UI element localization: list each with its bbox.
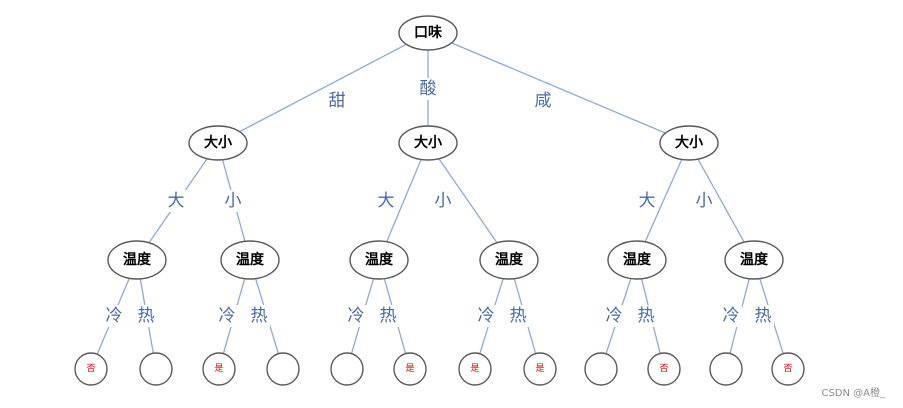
temp-label-4-0-bg	[603, 305, 625, 327]
temperature-node-5: 温度	[740, 251, 769, 268]
size-node-0: 大小	[204, 134, 232, 151]
size-node-1-shape	[398, 125, 458, 161]
temp-label-5-0: 冷	[723, 306, 740, 326]
leaf-node-1	[139, 352, 173, 386]
temp-label-3-1-bg	[507, 305, 529, 327]
temp-label-1-0: 冷	[219, 306, 236, 326]
temp-label-0-1-bg	[135, 305, 157, 327]
tree-nodes: 口味大小大小大小温度温度温度温度温度温度否是是是是否否	[74, 15, 805, 386]
tree-edge-labels: 甜酸咸大小大小大小冷热冷热冷热冷热冷热冷热	[103, 78, 774, 327]
temp-label-4-0: 冷	[606, 306, 623, 326]
branch-label-2-bg	[532, 90, 554, 112]
size-label-2-0: 大	[639, 191, 656, 211]
size-label-1-0-bg	[375, 190, 397, 212]
temp-label-1-1-bg	[248, 305, 270, 327]
temperature-node-0-shape	[107, 240, 167, 280]
temp-label-3-1: 热	[510, 306, 527, 326]
edge-l1-l2-3	[438, 158, 498, 244]
leaf-label-6: 是	[470, 363, 479, 374]
temperature-node-4-shape	[607, 240, 667, 280]
leaf-node-2	[202, 352, 236, 386]
edge-l1-l2-5	[697, 158, 745, 243]
size-label-1-1-bg	[432, 190, 454, 212]
size-node-1: 大小	[414, 134, 442, 151]
watermark: CSDN @A橙_	[821, 388, 885, 399]
temp-label-5-1-bg	[752, 305, 774, 327]
temp-label-2-1: 热	[380, 306, 397, 326]
leaf-label-11: 否	[783, 363, 792, 374]
temp-label-3-0-bg	[475, 305, 497, 327]
leaf-node-3	[266, 352, 300, 386]
temperature-node-4: 温度	[623, 251, 652, 268]
leaf-node-8	[584, 352, 618, 386]
leaf-node-6	[458, 352, 492, 386]
branch-label-1: 酸	[420, 79, 437, 99]
size-label-2-1-bg	[693, 190, 715, 212]
leaf-label-9: 否	[659, 363, 668, 374]
temp-label-0-1: 热	[138, 306, 155, 326]
temperature-node-1: 温度	[236, 251, 265, 268]
size-label-0-1-bg	[222, 190, 244, 212]
temp-label-2-0-bg	[345, 305, 367, 327]
branch-label-1-bg	[417, 78, 439, 100]
leaf-node-5	[393, 352, 427, 386]
leaf-node-4	[330, 352, 364, 386]
temp-label-3-0: 冷	[478, 306, 495, 326]
temperature-node-0: 温度	[123, 251, 152, 268]
temperature-node-2-shape	[349, 240, 409, 280]
size-node-0-shape	[188, 125, 248, 161]
leaf-node-7	[523, 352, 557, 386]
temperature-node-2: 温度	[365, 251, 394, 268]
branch-label-0-bg	[326, 90, 348, 112]
temp-label-5-1: 热	[755, 306, 772, 326]
edge-root-0	[239, 43, 407, 133]
size-node-2: 大小	[675, 134, 703, 151]
leaf-node-9	[647, 352, 681, 386]
leaf-label-0: 否	[86, 363, 95, 374]
temperature-node-3: 温度	[495, 251, 524, 268]
temp-label-4-1: 热	[638, 306, 655, 326]
root-node-taste-shape	[398, 15, 458, 51]
temp-label-5-0-bg	[720, 305, 742, 327]
temp-label-0-0: 冷	[106, 306, 123, 326]
leaf-node-10	[709, 352, 743, 386]
leaf-label-2: 是	[214, 363, 223, 374]
temp-label-4-1-bg	[635, 305, 657, 327]
temp-label-0-0-bg	[103, 305, 125, 327]
leaf-node-11	[771, 352, 805, 386]
size-label-0-0: 大	[168, 191, 185, 211]
temp-label-1-1: 热	[251, 306, 268, 326]
size-label-2-0-bg	[636, 190, 658, 212]
temperature-node-5-shape	[724, 240, 784, 280]
size-label-1-0: 大	[378, 191, 395, 211]
size-node-2-shape	[659, 125, 719, 161]
edge-root-2	[451, 42, 666, 134]
temperature-node-1-shape	[220, 240, 280, 280]
leaf-node-0	[74, 352, 108, 386]
temperature-node-3-shape	[479, 240, 539, 280]
branch-label-2: 咸	[535, 91, 552, 111]
edge-l1-l2-2	[386, 159, 422, 242]
edge-l1-l2-4	[644, 159, 683, 243]
temp-label-2-1-bg	[377, 305, 399, 327]
branch-label-0: 甜	[329, 91, 346, 111]
size-label-0-1: 小	[225, 191, 242, 211]
temp-label-1-0-bg	[216, 305, 238, 327]
size-label-0-0-bg	[165, 190, 187, 212]
root-node-taste: 口味	[414, 25, 442, 41]
leaf-label-5: 是	[405, 363, 414, 374]
temp-label-2-0: 冷	[348, 306, 365, 326]
size-label-1-1: 小	[435, 191, 452, 211]
size-label-2-1: 小	[696, 191, 713, 211]
leaf-label-7: 是	[535, 363, 544, 374]
